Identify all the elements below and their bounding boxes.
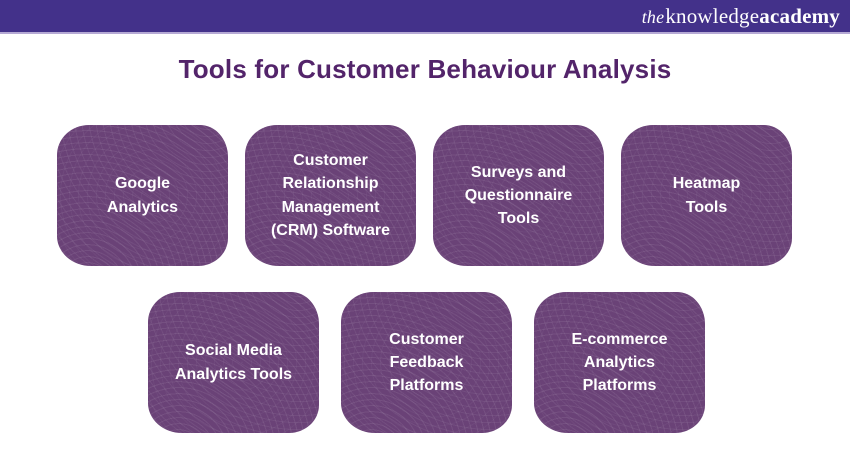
logo-knowledge: knowledge [665, 3, 760, 28]
card-label: Social Media Analytics Tools [174, 342, 293, 383]
card-crm-software: Customer Relationship Management (CRM) S… [245, 125, 416, 266]
card-customer-feedback-platforms: Customer Feedback Platforms [341, 292, 512, 433]
card-label: Customer Relationship Management (CRM) S… [270, 152, 391, 239]
card-label: Google Analytics [106, 175, 179, 216]
logo-academy: academy [759, 3, 840, 28]
card-surveys-questionnaire-tools: Surveys and Questionnaire Tools [433, 125, 604, 266]
card-ecommerce-analytics-platforms: E-commerce Analytics Platforms [534, 292, 705, 433]
card-google-analytics: Google Analytics [57, 125, 228, 266]
card-label: Customer Feedback Platforms [389, 330, 464, 395]
card-social-media-analytics-tools: Social Media Analytics Tools [148, 292, 319, 433]
logo-the: the [641, 6, 665, 27]
brand-logo: theknowledgeacademy [641, 3, 840, 28]
cards-row-top: Google Analytics Customer Relationship M… [57, 125, 792, 266]
card-label: Surveys and Questionnaire Tools [464, 163, 573, 228]
cards-row-bottom: Social Media Analytics Tools Customer Fe… [148, 292, 705, 433]
card-heatmap-tools: Heatmap Tools [621, 125, 792, 266]
card-label: Heatmap Tools [672, 175, 741, 216]
card-label: E-commerce Analytics Platforms [571, 330, 668, 395]
header-bar: theknowledgeacademy [0, 0, 850, 34]
page-title: Tools for Customer Behaviour Analysis [178, 54, 672, 84]
